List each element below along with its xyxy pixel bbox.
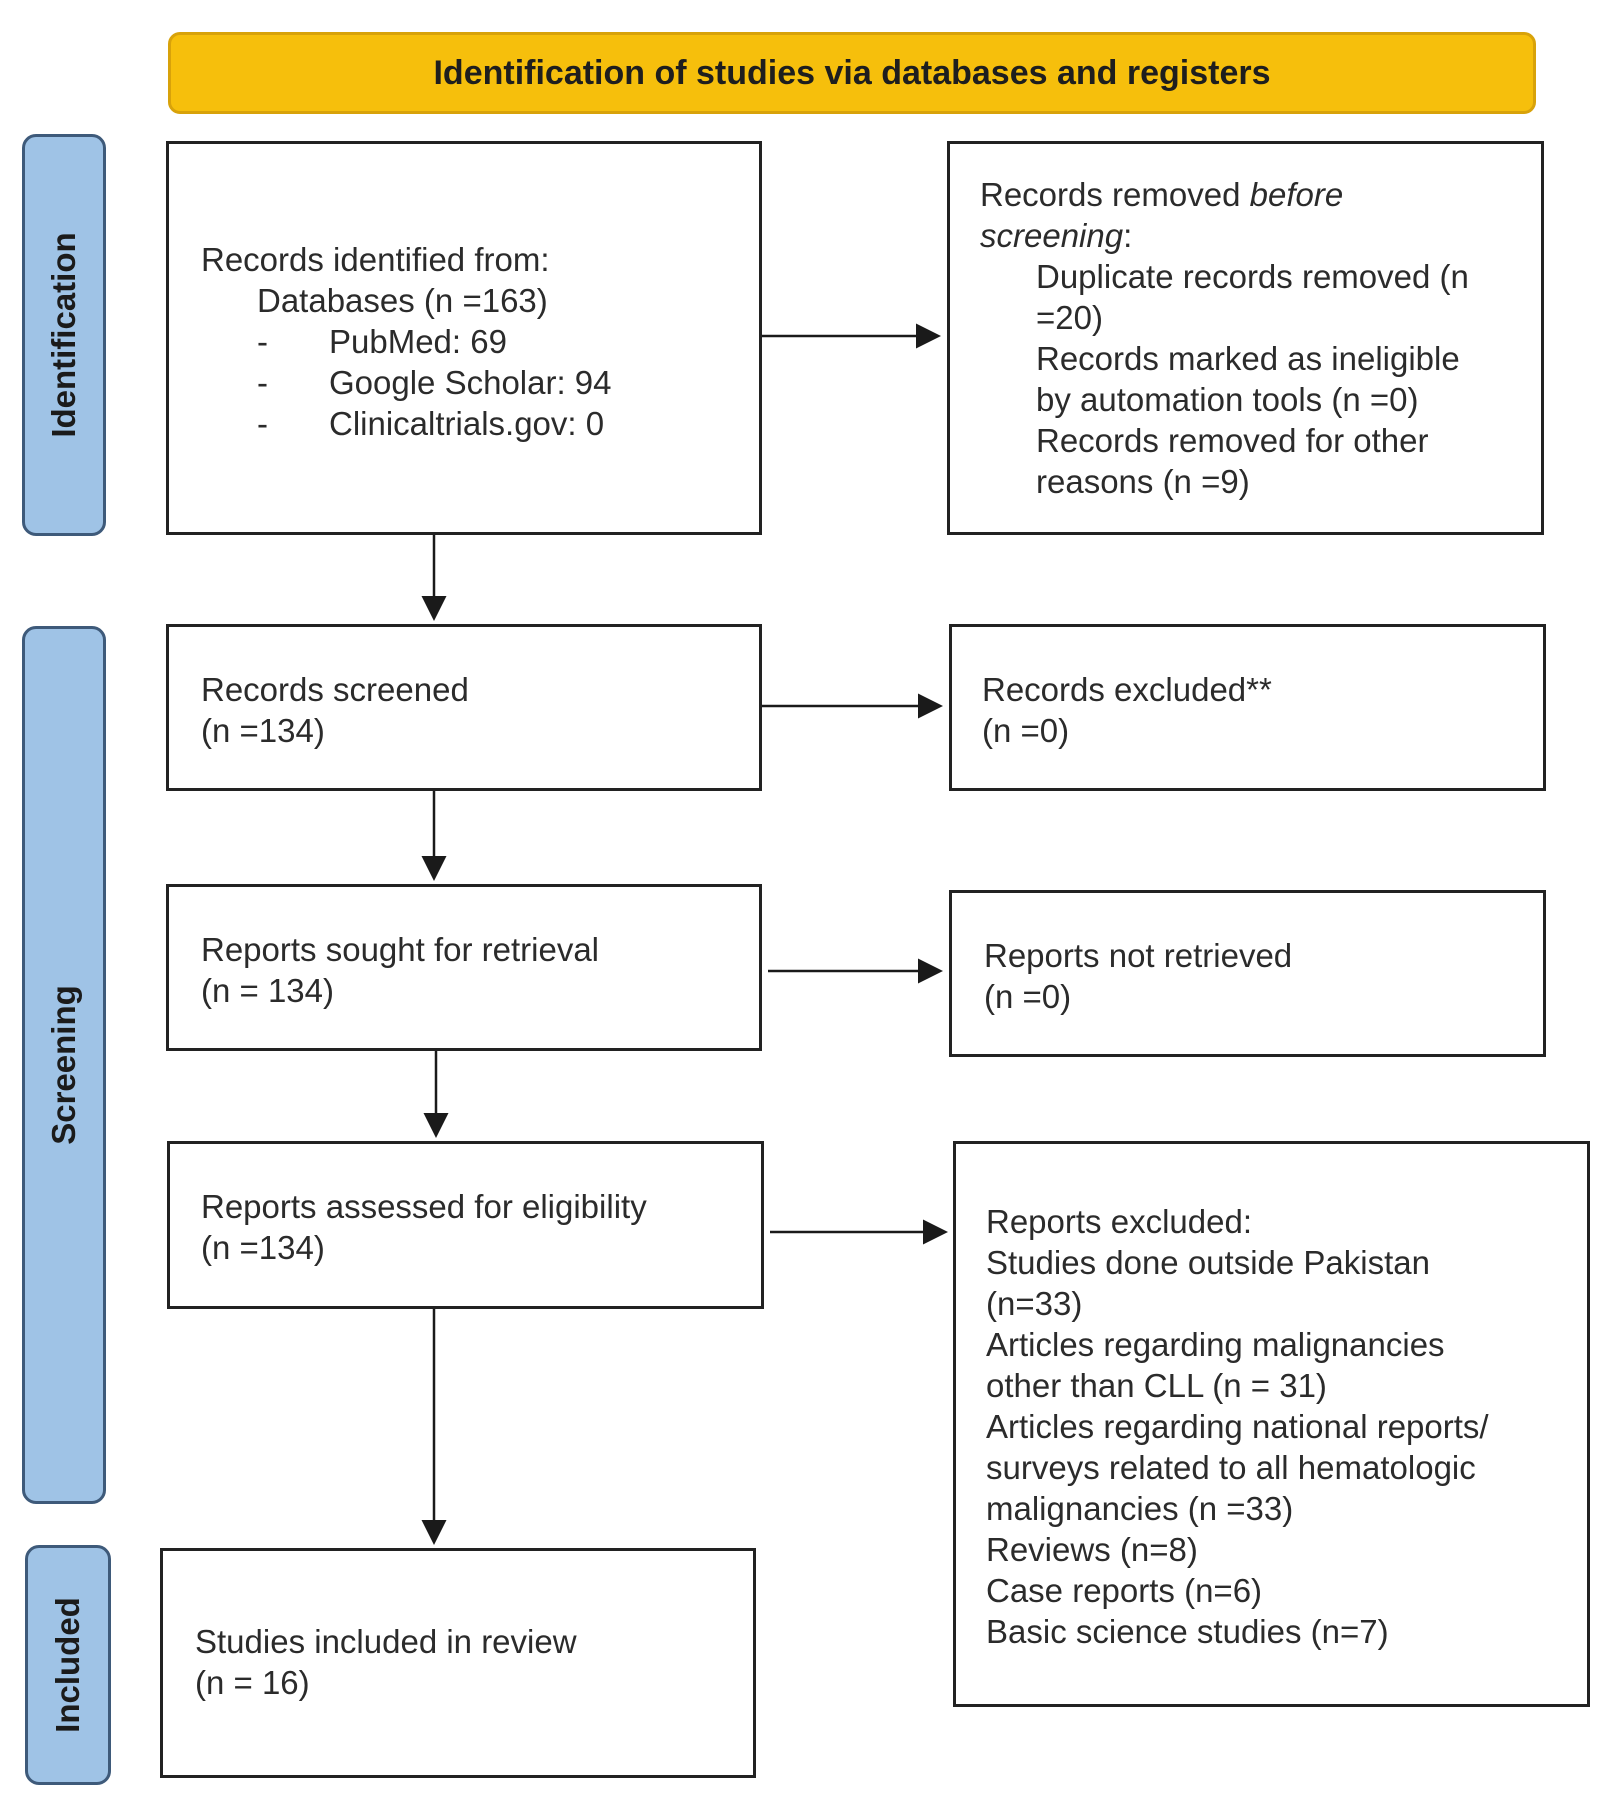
reports-excluded-line: Articles regarding malignancies: [986, 1326, 1445, 1363]
removed-title-prefix: Records removed: [980, 176, 1250, 213]
reports-excluded-line: malignancies (n =33): [986, 1490, 1294, 1527]
source-label: PubMed: 69: [329, 323, 507, 360]
source-item-clinicaltrials: - Clinicaltrials.gov: 0: [201, 403, 612, 444]
sought-count: (n = 134): [201, 972, 334, 1009]
phase-identification: Identification: [22, 134, 106, 536]
header-label: Identification of studies via databases …: [433, 53, 1271, 92]
screened-label: Records screened: [201, 671, 469, 708]
removed-line: reasons (n =9): [1036, 463, 1250, 500]
included-count: (n = 16): [195, 1664, 310, 1701]
identified-databases: Databases (n =163): [257, 282, 548, 319]
source-item-google-scholar: - Google Scholar: 94: [201, 362, 612, 403]
source-dash: -: [257, 323, 268, 360]
removed-line: =20): [1036, 299, 1103, 336]
reports-excluded-line: Articles regarding national reports/: [986, 1408, 1489, 1445]
screened-count: (n =134): [201, 712, 325, 749]
reports-excluded-box: Reports excluded: Studies done outside P…: [953, 1141, 1590, 1707]
source-dash: -: [257, 364, 268, 401]
included-label: Studies included in review: [195, 1623, 577, 1660]
phase-included: Included: [25, 1545, 111, 1785]
reports-assessed-box: Reports assessed for eligibility (n =134…: [167, 1141, 764, 1309]
removed-line: by automation tools (n =0): [1036, 381, 1419, 418]
identification-header: Identification of studies via databases …: [168, 32, 1536, 114]
records-excluded-count: (n =0): [982, 712, 1070, 749]
source-label: Google Scholar: 94: [329, 364, 612, 401]
removed-title-italic-1: before: [1249, 176, 1344, 213]
source-dash: -: [257, 405, 268, 442]
source-item-pubmed: - PubMed: 69: [201, 321, 612, 362]
removed-line: Duplicate records removed (n: [1036, 258, 1469, 295]
reports-excluded-line: Reports excluded:: [986, 1203, 1252, 1240]
removed-line: Records marked as ineligible: [1036, 340, 1460, 377]
removed-line: Records removed for other: [1036, 422, 1429, 459]
reports-excluded-line: other than CLL (n = 31): [986, 1367, 1327, 1404]
removed-title-italic-2: screening: [980, 217, 1124, 254]
phase-screening: Screening: [22, 626, 106, 1504]
reports-excluded-line: Basic science studies (n=7): [986, 1613, 1389, 1650]
studies-included-box: Studies included in review (n = 16): [160, 1548, 756, 1778]
records-excluded-label: Records excluded**: [982, 671, 1272, 708]
records-removed-box: Records removed before screening: Duplic…: [947, 141, 1544, 535]
source-label: Clinicaltrials.gov: 0: [329, 405, 605, 442]
records-excluded-box: Records excluded** (n =0): [949, 624, 1546, 791]
removed-title-suffix: :: [1123, 217, 1133, 254]
assessed-label: Reports assessed for eligibility: [201, 1188, 647, 1225]
removed-title: Records removed before screening:: [980, 174, 1520, 256]
identified-title: Records identified from:: [201, 241, 550, 278]
not-retrieved-label: Reports not retrieved: [984, 937, 1293, 974]
records-screened-box: Records screened (n =134): [166, 624, 762, 791]
reports-excluded-line: Studies done outside Pakistan: [986, 1244, 1430, 1281]
not-retrieved-count: (n =0): [984, 978, 1072, 1015]
reports-not-retrieved-box: Reports not retrieved (n =0): [949, 890, 1546, 1057]
reports-excluded-line: (n=33): [986, 1285, 1083, 1322]
sought-label: Reports sought for retrieval: [201, 931, 600, 968]
reports-excluded-line: Case reports (n=6): [986, 1572, 1263, 1609]
records-identified-box: Records identified from: Databases (n =1…: [166, 141, 762, 535]
reports-excluded-line: surveys related to all hematologic: [986, 1449, 1476, 1486]
assessed-count: (n =134): [201, 1229, 325, 1266]
reports-sought-box: Reports sought for retrieval (n = 134): [166, 884, 762, 1051]
reports-excluded-line: Reviews (n=8): [986, 1531, 1198, 1568]
